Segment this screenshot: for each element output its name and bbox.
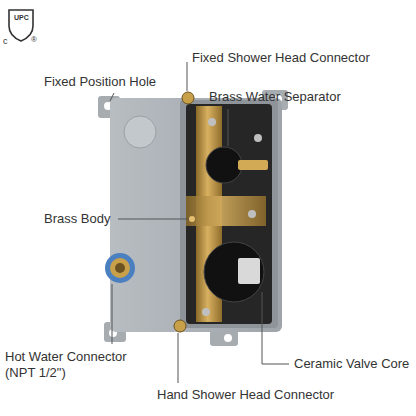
- brass-fitting: [110, 258, 130, 278]
- part-label: Fixed Position Hole: [44, 74, 156, 90]
- separator-stem: [238, 160, 268, 170]
- leader-line: [110, 93, 114, 101]
- logo-text: UPC: [14, 13, 29, 22]
- interior: [186, 104, 272, 324]
- part-label: Brass Water Separator: [209, 89, 341, 105]
- valve-stem: [238, 258, 260, 284]
- brass-plate: [186, 196, 266, 226]
- leader-line: [118, 219, 189, 220]
- body-point: [189, 216, 195, 222]
- screw: [254, 134, 262, 142]
- separator-cap: [206, 147, 242, 183]
- logo-text: c: [3, 36, 8, 47]
- part-label: Hand Shower Head Connector: [157, 387, 334, 403]
- part-label: Brass Body: [44, 211, 110, 227]
- upc-shield: [9, 10, 33, 41]
- blue-ring: [105, 253, 135, 283]
- leader-line: [178, 333, 179, 383]
- leader-line: [187, 62, 188, 91]
- top-outlet: [182, 92, 194, 104]
- inner-frame: [180, 100, 278, 328]
- fixed-hole: [224, 334, 232, 342]
- bottom-outlet: [174, 320, 186, 332]
- part-label: Ceramic Valve Core: [294, 356, 409, 372]
- logo-text: ®: [31, 35, 37, 45]
- plug: [124, 116, 156, 148]
- screw: [248, 210, 256, 218]
- leader-line: [262, 292, 289, 364]
- part-label: Fixed Shower Head Connector: [192, 50, 370, 66]
- screw: [202, 308, 210, 316]
- valve-core: [204, 242, 264, 302]
- part-label: Hot Water Connector (NPT 1/2"): [5, 349, 145, 381]
- leader-line: [228, 109, 229, 146]
- inlet-hole: [115, 263, 125, 273]
- leader-line: [112, 284, 113, 344]
- screw: [208, 118, 216, 126]
- housing: [110, 98, 282, 332]
